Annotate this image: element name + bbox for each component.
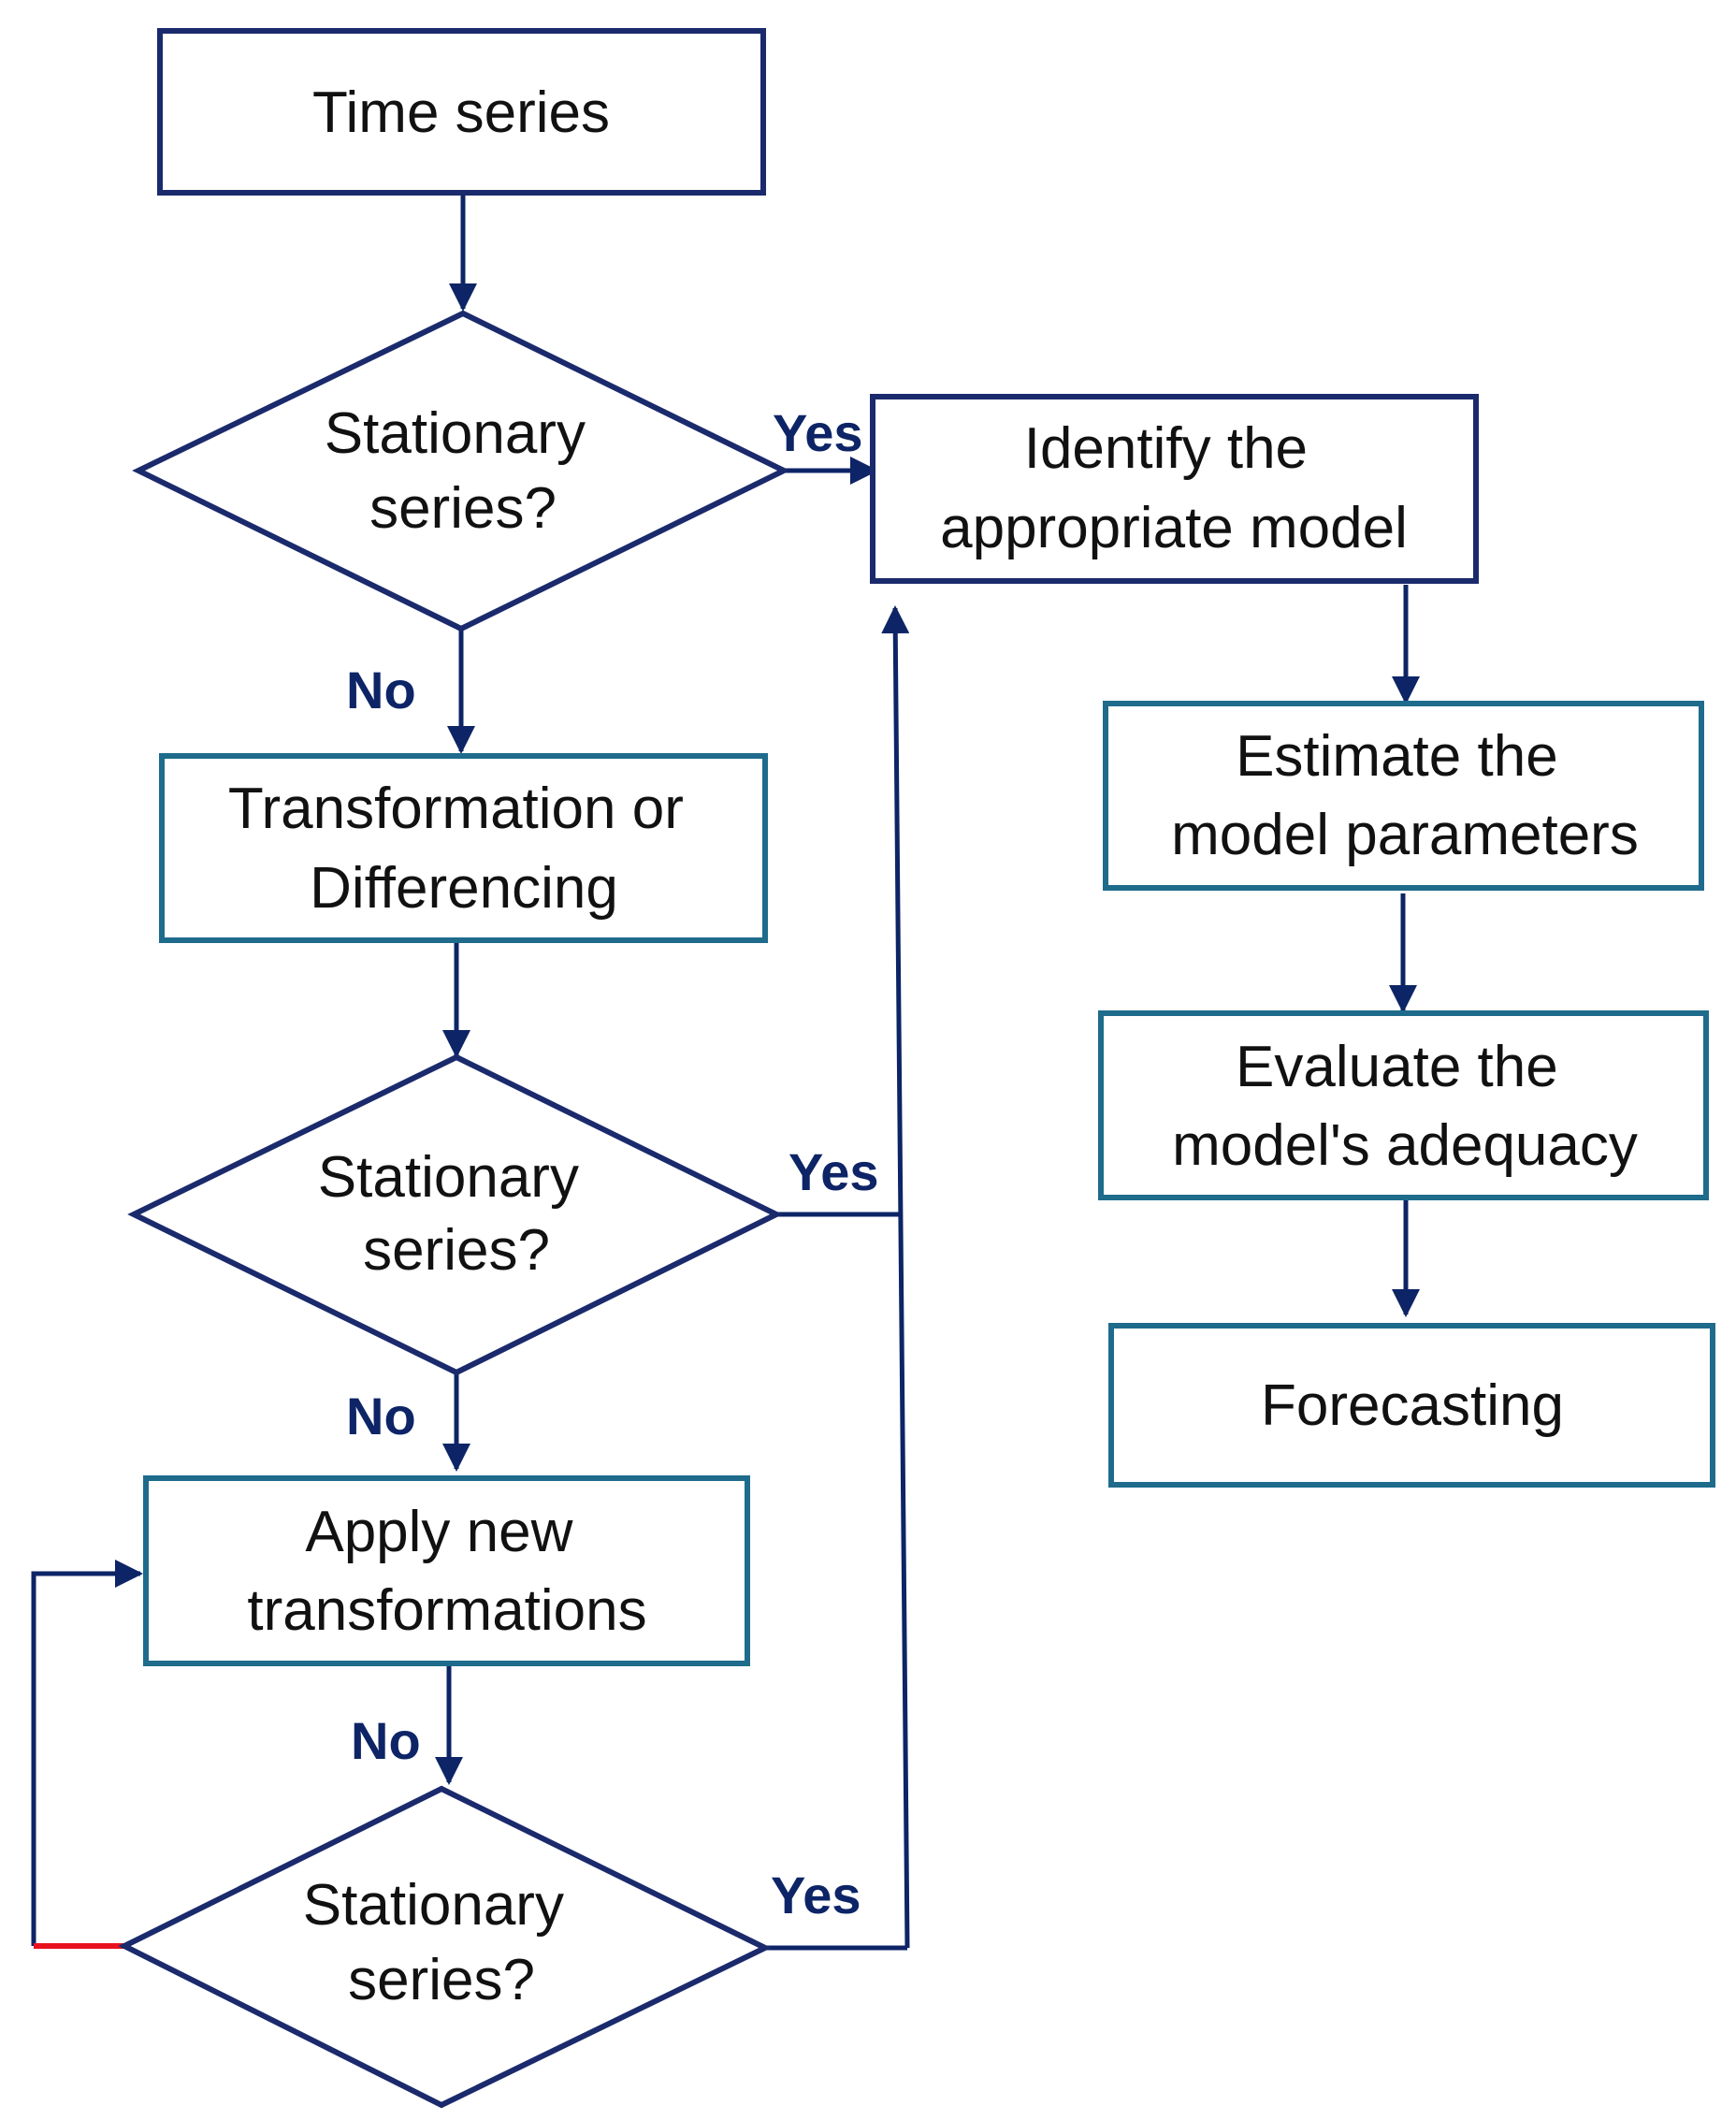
edge-label-no-3: No	[351, 1711, 421, 1770]
node-decision-3-line-1: Stationary	[303, 1873, 564, 1938]
node-forecast-line-1: Forecasting	[1261, 1373, 1564, 1438]
svg-text:Evaluate the model's ade: Evaluate the model's adequacy	[1172, 1035, 1638, 1178]
connectors	[31, 192, 1420, 1951]
node-identify: Identify the appropriate model	[870, 394, 1479, 584]
node-decision-3-line-2: series?	[348, 1948, 535, 2012]
node-evaluate: Evaluate the model's adequacy	[1098, 1010, 1709, 1200]
svg-text:Apply new transformation: Apply new transformations	[247, 1500, 646, 1643]
svg-text:Stationary series?: Stationary series?	[303, 1873, 580, 2012]
node-decision-2: Stationary series?	[127, 1053, 783, 1376]
edge-label-no-2: No	[346, 1387, 416, 1445]
node-apply-new-line-1: Apply new	[305, 1500, 572, 1564]
node-transform: Transformation or Differencing	[159, 753, 768, 943]
svg-text:Stationary series?: Stationary series?	[318, 1145, 595, 1283]
edge-labels: Yes No Yes No No Yes	[346, 403, 879, 1924]
arrow-yes-bus-to-identify	[881, 605, 910, 1949]
node-decision-1: Stationary series?	[132, 310, 790, 632]
node-decision-1-line-2: series?	[369, 476, 557, 541]
edge-label-no-1: No	[346, 661, 416, 719]
node-apply-new: Apply new transformations	[143, 1475, 750, 1666]
node-identify-line-1: Identify the	[1024, 416, 1308, 481]
node-time-series-line-1: Time series	[312, 80, 610, 145]
edge-label-yes-2: Yes	[788, 1142, 879, 1201]
edge-label-yes-3: Yes	[771, 1866, 861, 1924]
node-decision-2-line-1: Stationary	[318, 1145, 579, 1210]
arrow-loop-to-apply-new	[31, 1560, 143, 1946]
node-decision-1-line-1: Stationary	[325, 401, 586, 466]
svg-text:Stationary series?: Stationary series?	[325, 401, 601, 541]
svg-text:Forecasting: Forecasting	[1261, 1373, 1564, 1438]
node-identify-line-2: appropriate model	[940, 496, 1408, 560]
node-evaluate-line-2: model's adequacy	[1172, 1113, 1638, 1178]
svg-text:Time series: Time series	[312, 80, 610, 145]
node-forecast: Forecasting	[1108, 1323, 1715, 1488]
node-apply-new-line-2: transformations	[247, 1578, 646, 1643]
svg-text:Transformation or Differ: Transformation or Differencing	[228, 777, 700, 921]
node-estimate: Estimate the model parameters	[1103, 701, 1704, 891]
node-evaluate-line-1: Evaluate the	[1236, 1035, 1558, 1099]
edge-label-yes-1: Yes	[773, 403, 863, 462]
node-time-series: Time series	[157, 28, 766, 196]
node-estimate-line-2: model parameters	[1171, 803, 1639, 867]
node-transform-line-2: Differencing	[310, 856, 618, 921]
node-transform-line-1: Transformation or	[228, 777, 684, 841]
node-decision-2-line-2: series?	[363, 1218, 550, 1283]
node-decision-3: Stationary series?	[118, 1785, 772, 2109]
svg-text:Estimate the model param: Estimate the model parameters	[1171, 724, 1639, 867]
svg-text:Identify the appropriate: Identify the appropriate model	[940, 416, 1408, 560]
node-estimate-line-1: Estimate the	[1236, 724, 1558, 789]
